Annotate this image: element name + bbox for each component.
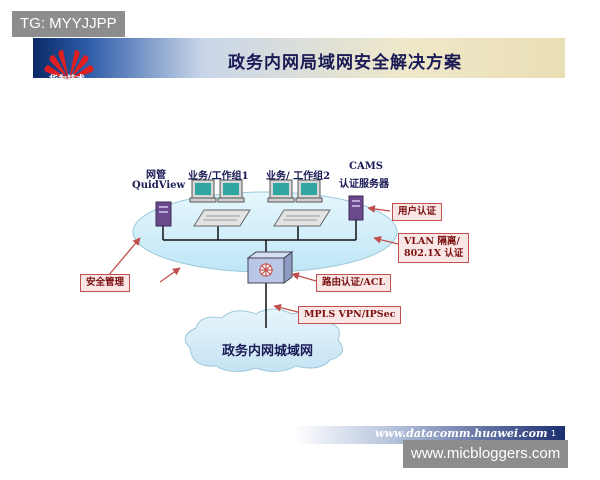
footer-bar — [293, 426, 565, 444]
quidview-server-icon — [155, 201, 172, 227]
workgroup2-switch-icon — [273, 209, 331, 227]
workgroup1-pc-icon — [189, 179, 245, 203]
metro-cloud — [184, 308, 343, 372]
watermark-top-left: TG: MYYJJPP — [12, 11, 125, 37]
metro-network-label: 政务内网城域网 — [222, 344, 314, 359]
cams-label: CAMS — [349, 161, 384, 172]
routing-arrow — [291, 272, 317, 282]
huawei-logo-icon — [44, 50, 94, 80]
footer-url: www.datacomm.huawei.com — [375, 427, 548, 440]
user-auth-callout: 用户认证 — [392, 203, 443, 221]
routing-auth-callout: 路由认证/ACL — [316, 274, 392, 292]
vlan-callout-line2: 802.1X 认证 — [404, 248, 464, 259]
workgroup2-label: 业务/ 工作组2 — [266, 171, 331, 182]
vlan-arrow — [373, 235, 399, 245]
slide-title: 政务内网局域网安全解决方案 — [228, 53, 462, 73]
workgroup2-pc-icon — [267, 179, 323, 203]
cams-server-label: 认证服务器 — [339, 179, 389, 190]
header-bar — [33, 38, 565, 78]
workgroup1-switch-icon — [193, 209, 251, 227]
workgroup1-label: 业务/工作组1 — [188, 171, 249, 182]
watermark-bottom-right: www.micbloggers.com — [403, 440, 569, 468]
logo-text: 华为技术 — [48, 75, 85, 85]
slide: 华为技术 政务内网局域网安全解决方案 www.datacomm.huawei.c… — [33, 38, 565, 450]
core-router-icon — [246, 251, 294, 284]
vlan-callout: VLAN 隔离/ 802.1X 认证 — [398, 233, 470, 263]
page-number: 1 — [551, 429, 557, 438]
mgmt-label: 网管 — [146, 170, 166, 181]
mpls-arrow — [273, 303, 299, 313]
user-auth-arrow — [367, 205, 391, 213]
quidview-label: QuidView — [132, 180, 186, 191]
security-mgmt-callout: 安全管理 — [80, 274, 131, 292]
mpls-callout: MPLS VPN/IPSec — [298, 306, 402, 324]
cams-server-icon — [348, 195, 364, 221]
vlan-callout-line1: VLAN 隔离/ — [404, 236, 460, 247]
security-mgmt-arrows — [107, 237, 181, 283]
